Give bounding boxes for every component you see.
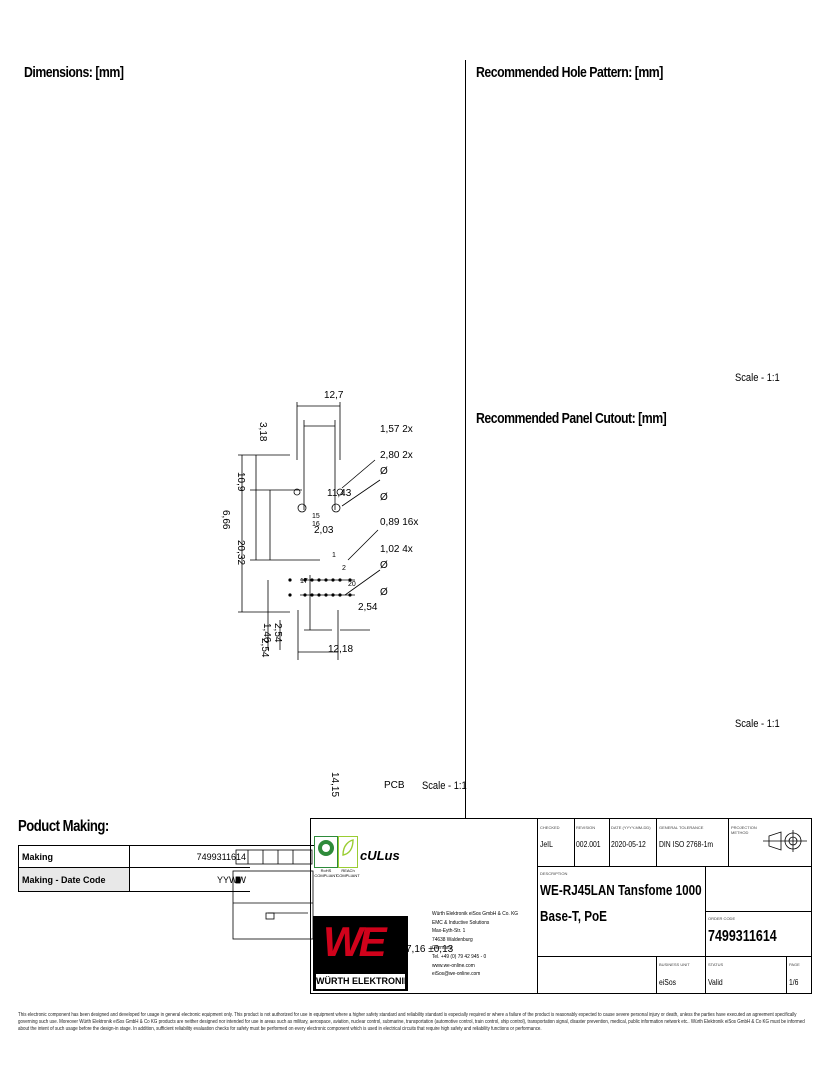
phi-3: Ø xyxy=(380,560,388,571)
pin-16: 16 xyxy=(312,521,320,528)
status-label: STATUS xyxy=(708,962,724,967)
phi-2: Ø xyxy=(380,492,388,503)
description-line-1: WE-RJ45LAN Tansfome 1000 xyxy=(540,882,702,899)
marking-row-label: Making xyxy=(18,846,130,868)
status-value: Valid xyxy=(708,978,723,987)
tolerance-label: GENERAL TOLERANCE xyxy=(659,825,704,830)
tolerance-value: DIN ISO 2768-1m xyxy=(659,840,714,849)
panel-cutout-scale: Scale - 1:1 xyxy=(735,718,780,730)
dim-2-54-b: 2,54 xyxy=(259,638,270,658)
order-code-label: ORDER CODE xyxy=(708,916,736,921)
dim-14-15: 14,15 xyxy=(329,772,340,798)
projection-label: PROJECTION METHOD xyxy=(731,825,757,835)
dim-1-02: 1,02 4x xyxy=(380,544,413,555)
page-value: 1/6 xyxy=(789,978,799,987)
dim-2-54-a: 2,54 xyxy=(272,623,283,643)
order-code-value: 7499311614 xyxy=(708,928,777,945)
pin-2: 2 xyxy=(342,565,346,572)
marking-row-value: 7499311614 xyxy=(130,846,250,868)
panel-cutout-heading: Recommended Panel Cutout: [mm] xyxy=(476,410,667,427)
pin-15: 15 xyxy=(312,513,320,520)
projection-icon xyxy=(763,830,807,852)
hole-pattern-heading: Recommended Hole Pattern: [mm] xyxy=(476,64,663,81)
leaf-icon xyxy=(342,839,354,856)
ul-mark: cULus xyxy=(360,848,400,863)
dim-0-89: 0,89 16x xyxy=(380,517,418,528)
dim-1-46: 1,46 xyxy=(261,623,272,643)
checked-label: CHECKED xyxy=(540,825,560,830)
date-value: 2020-05-12 xyxy=(611,840,646,849)
we-logo-text: WE xyxy=(323,918,387,965)
pcb-label: PCB xyxy=(384,780,405,791)
dim-6-66: 6,66 xyxy=(220,510,231,530)
revision-value: 002.001 xyxy=(576,840,601,849)
marking-table: Making 7499311614 Making - Date Code YYW… xyxy=(18,845,318,894)
dim-20-32: 20,32 xyxy=(235,540,246,565)
dim-2-03: 2,03 xyxy=(314,525,334,536)
section-divider xyxy=(465,60,466,818)
dim-3-18: 3,18 xyxy=(257,422,268,442)
rohs-icon xyxy=(318,840,334,856)
dim-2-54: 2,54 xyxy=(358,602,378,613)
description-label: DESCRIPTION xyxy=(540,871,568,876)
hole-pattern-drawing: 12,7 1,57 2x 2,80 2x Ø 11,43 Ø 0,89 16x … xyxy=(220,390,418,660)
side-view-drawing xyxy=(232,849,314,940)
title-block xyxy=(310,818,812,994)
dim-2-80: 2,80 2x xyxy=(380,450,413,461)
dim-1-57: 1,57 2x xyxy=(380,424,413,435)
page-label: PAGE xyxy=(789,962,800,967)
rohs-label: RoHS COMPLIANT xyxy=(314,868,338,878)
dimensions-heading: Dimensions: [mm] xyxy=(24,64,124,81)
dim-10-9: 10,9 xyxy=(235,472,246,492)
revision-label: REVISION xyxy=(576,825,596,830)
reach-badge xyxy=(338,836,358,868)
checked-value: JeIL xyxy=(540,840,553,849)
dim-11-43: 11,43 xyxy=(327,488,352,499)
dim-12-18: 12,18 xyxy=(328,644,353,655)
wurth-logo: WE WÜRTH ELEKTRONIK xyxy=(313,916,408,991)
pin-17: 17 xyxy=(300,578,308,585)
date-code-row-value: YYWW xyxy=(130,868,250,892)
rohs-badge xyxy=(314,836,338,868)
wurth-brand: WÜRTH ELEKTRONIK xyxy=(316,974,405,989)
business-unit-value: eiSos xyxy=(659,978,677,987)
dim-7-16: 7,16 ±0,13 xyxy=(406,944,454,955)
hole-pattern-scale: Scale - 1:1 xyxy=(735,372,780,384)
disclaimer: This electronic component has been desig… xyxy=(18,1012,805,1032)
phi-4: Ø xyxy=(380,587,388,598)
product-marking-heading: Poduct Making: xyxy=(18,818,109,835)
description-line-2: Base-T, PoE xyxy=(540,908,607,925)
business-unit-label: BUSINESS UNIT xyxy=(659,962,690,967)
company-address: Würth Elektronik eiSos GmbH & Co. KG EMC… xyxy=(432,911,519,978)
dim-12-7: 12,7 xyxy=(324,390,344,401)
pin-20: 20 xyxy=(348,581,356,588)
pin-1: 1 xyxy=(332,552,336,559)
dimensions-scale: Scale - 1:1 xyxy=(422,780,467,792)
date-code-row-label: Making - Date Code xyxy=(18,868,130,892)
phi-1: Ø xyxy=(380,466,388,477)
date-label: DATE (YYYY-MM-DD) xyxy=(611,825,651,830)
reach-label: REACh COMPLIANT xyxy=(336,868,360,878)
